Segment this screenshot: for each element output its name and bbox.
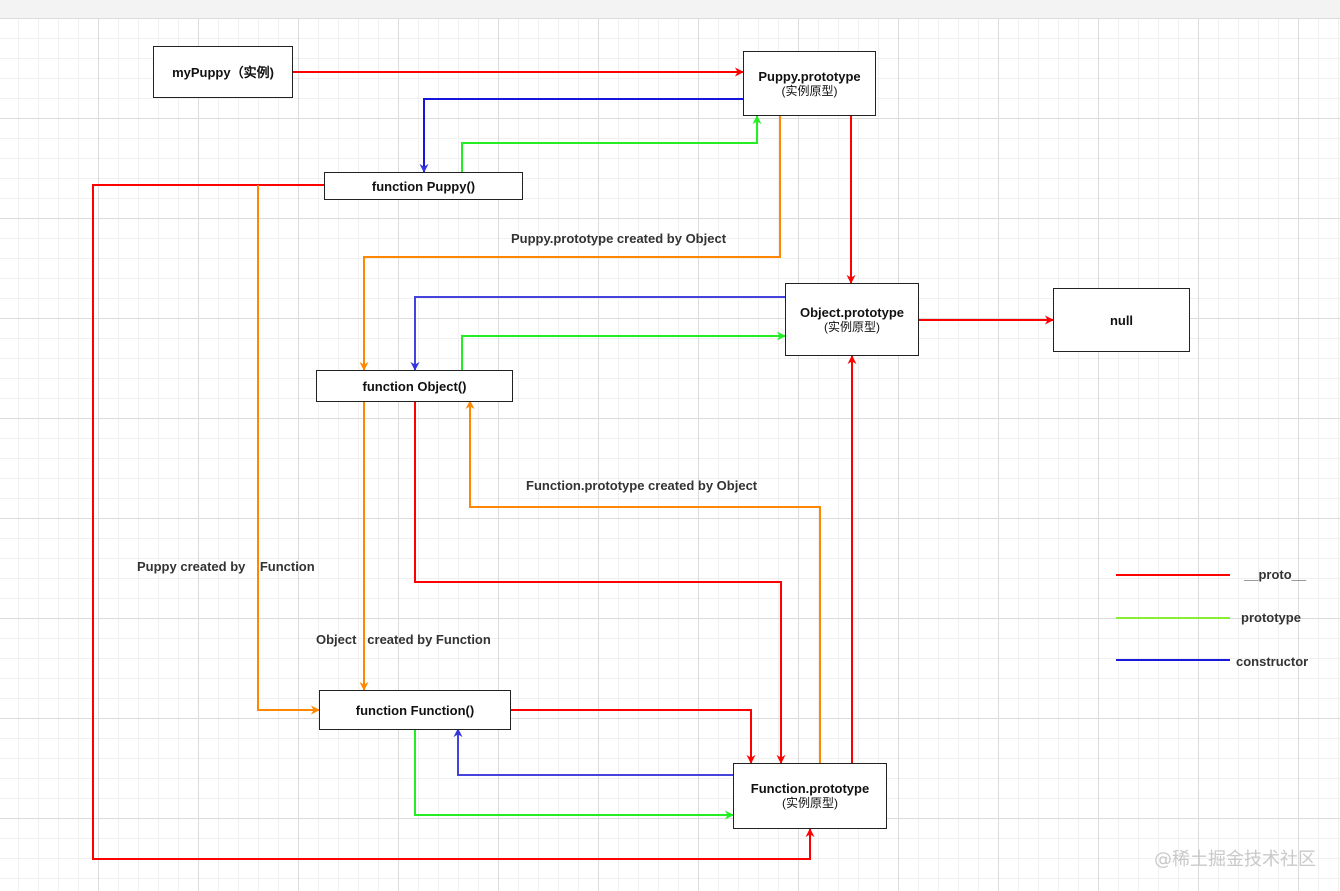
edge-function-prototype xyxy=(414,729,734,820)
node-object-prototype-subtitle: (实例原型) xyxy=(824,319,880,334)
legend-label-proto: __proto__ xyxy=(1244,567,1307,582)
node-puppy-prototype[interactable]: Puppy.prototype (实例原型) xyxy=(743,51,876,116)
edge-object-prototype xyxy=(461,331,786,370)
label-object-created-by-function: Object created by Function xyxy=(316,632,491,647)
node-mypuppy-title: myPuppy（实例) xyxy=(172,64,274,80)
node-function-prototype[interactable]: Function.prototype (实例原型) xyxy=(733,763,887,829)
node-puppy-prototype-title: Puppy.prototype xyxy=(758,68,861,84)
node-object-prototype-title: Object.prototype xyxy=(799,304,904,320)
top-bar xyxy=(0,0,1340,18)
node-null-title: null xyxy=(1109,312,1134,328)
node-mypuppy[interactable]: myPuppy（实例) xyxy=(153,46,293,98)
label-function-prototype-created-by-object: Function.prototype created by Object xyxy=(526,478,758,493)
edge-function-function-proto xyxy=(510,709,756,764)
edge-function-object-proto xyxy=(414,401,786,764)
node-object-prototype[interactable]: Object.prototype (实例原型) xyxy=(785,283,919,356)
label-puppy-prototype-created-by-object: Puppy.prototype created by Object xyxy=(511,231,727,246)
node-function-puppy[interactable]: function Puppy() xyxy=(324,172,523,200)
legend-label-constructor: constructor xyxy=(1236,654,1309,669)
edge-puppy-prototype-created-by-object xyxy=(359,116,781,371)
node-puppy-prototype-subtitle: (实例原型) xyxy=(781,83,838,98)
edge-function-constructor xyxy=(453,728,733,776)
watermark: @稀土掘金技术社区 xyxy=(1154,849,1316,870)
edge-function-puppy-proto xyxy=(92,184,815,860)
node-function-prototype-subtitle: (实例原型) xyxy=(782,796,838,810)
edge-puppy-prototype xyxy=(461,115,762,172)
node-function-object-title: function Object() xyxy=(362,378,467,394)
node-function-puppy-title: function Puppy() xyxy=(371,178,476,194)
edge-puppy-constructor xyxy=(419,98,743,173)
node-null[interactable]: null xyxy=(1053,288,1190,352)
edge-puppy-created-by-function xyxy=(257,185,320,715)
node-function-object[interactable]: function Object() xyxy=(316,370,513,402)
legend-label-prototype: prototype xyxy=(1241,610,1301,625)
node-function-function[interactable]: function Function() xyxy=(319,690,511,730)
node-function-function-title: function Function() xyxy=(355,702,475,718)
edge-function-prototype-created-by-object xyxy=(465,400,821,763)
label-puppy-created-by-function: Puppy created by Function xyxy=(137,559,315,574)
node-function-prototype-title: Function.prototype xyxy=(750,781,870,796)
edge-object-constructor xyxy=(410,296,785,371)
